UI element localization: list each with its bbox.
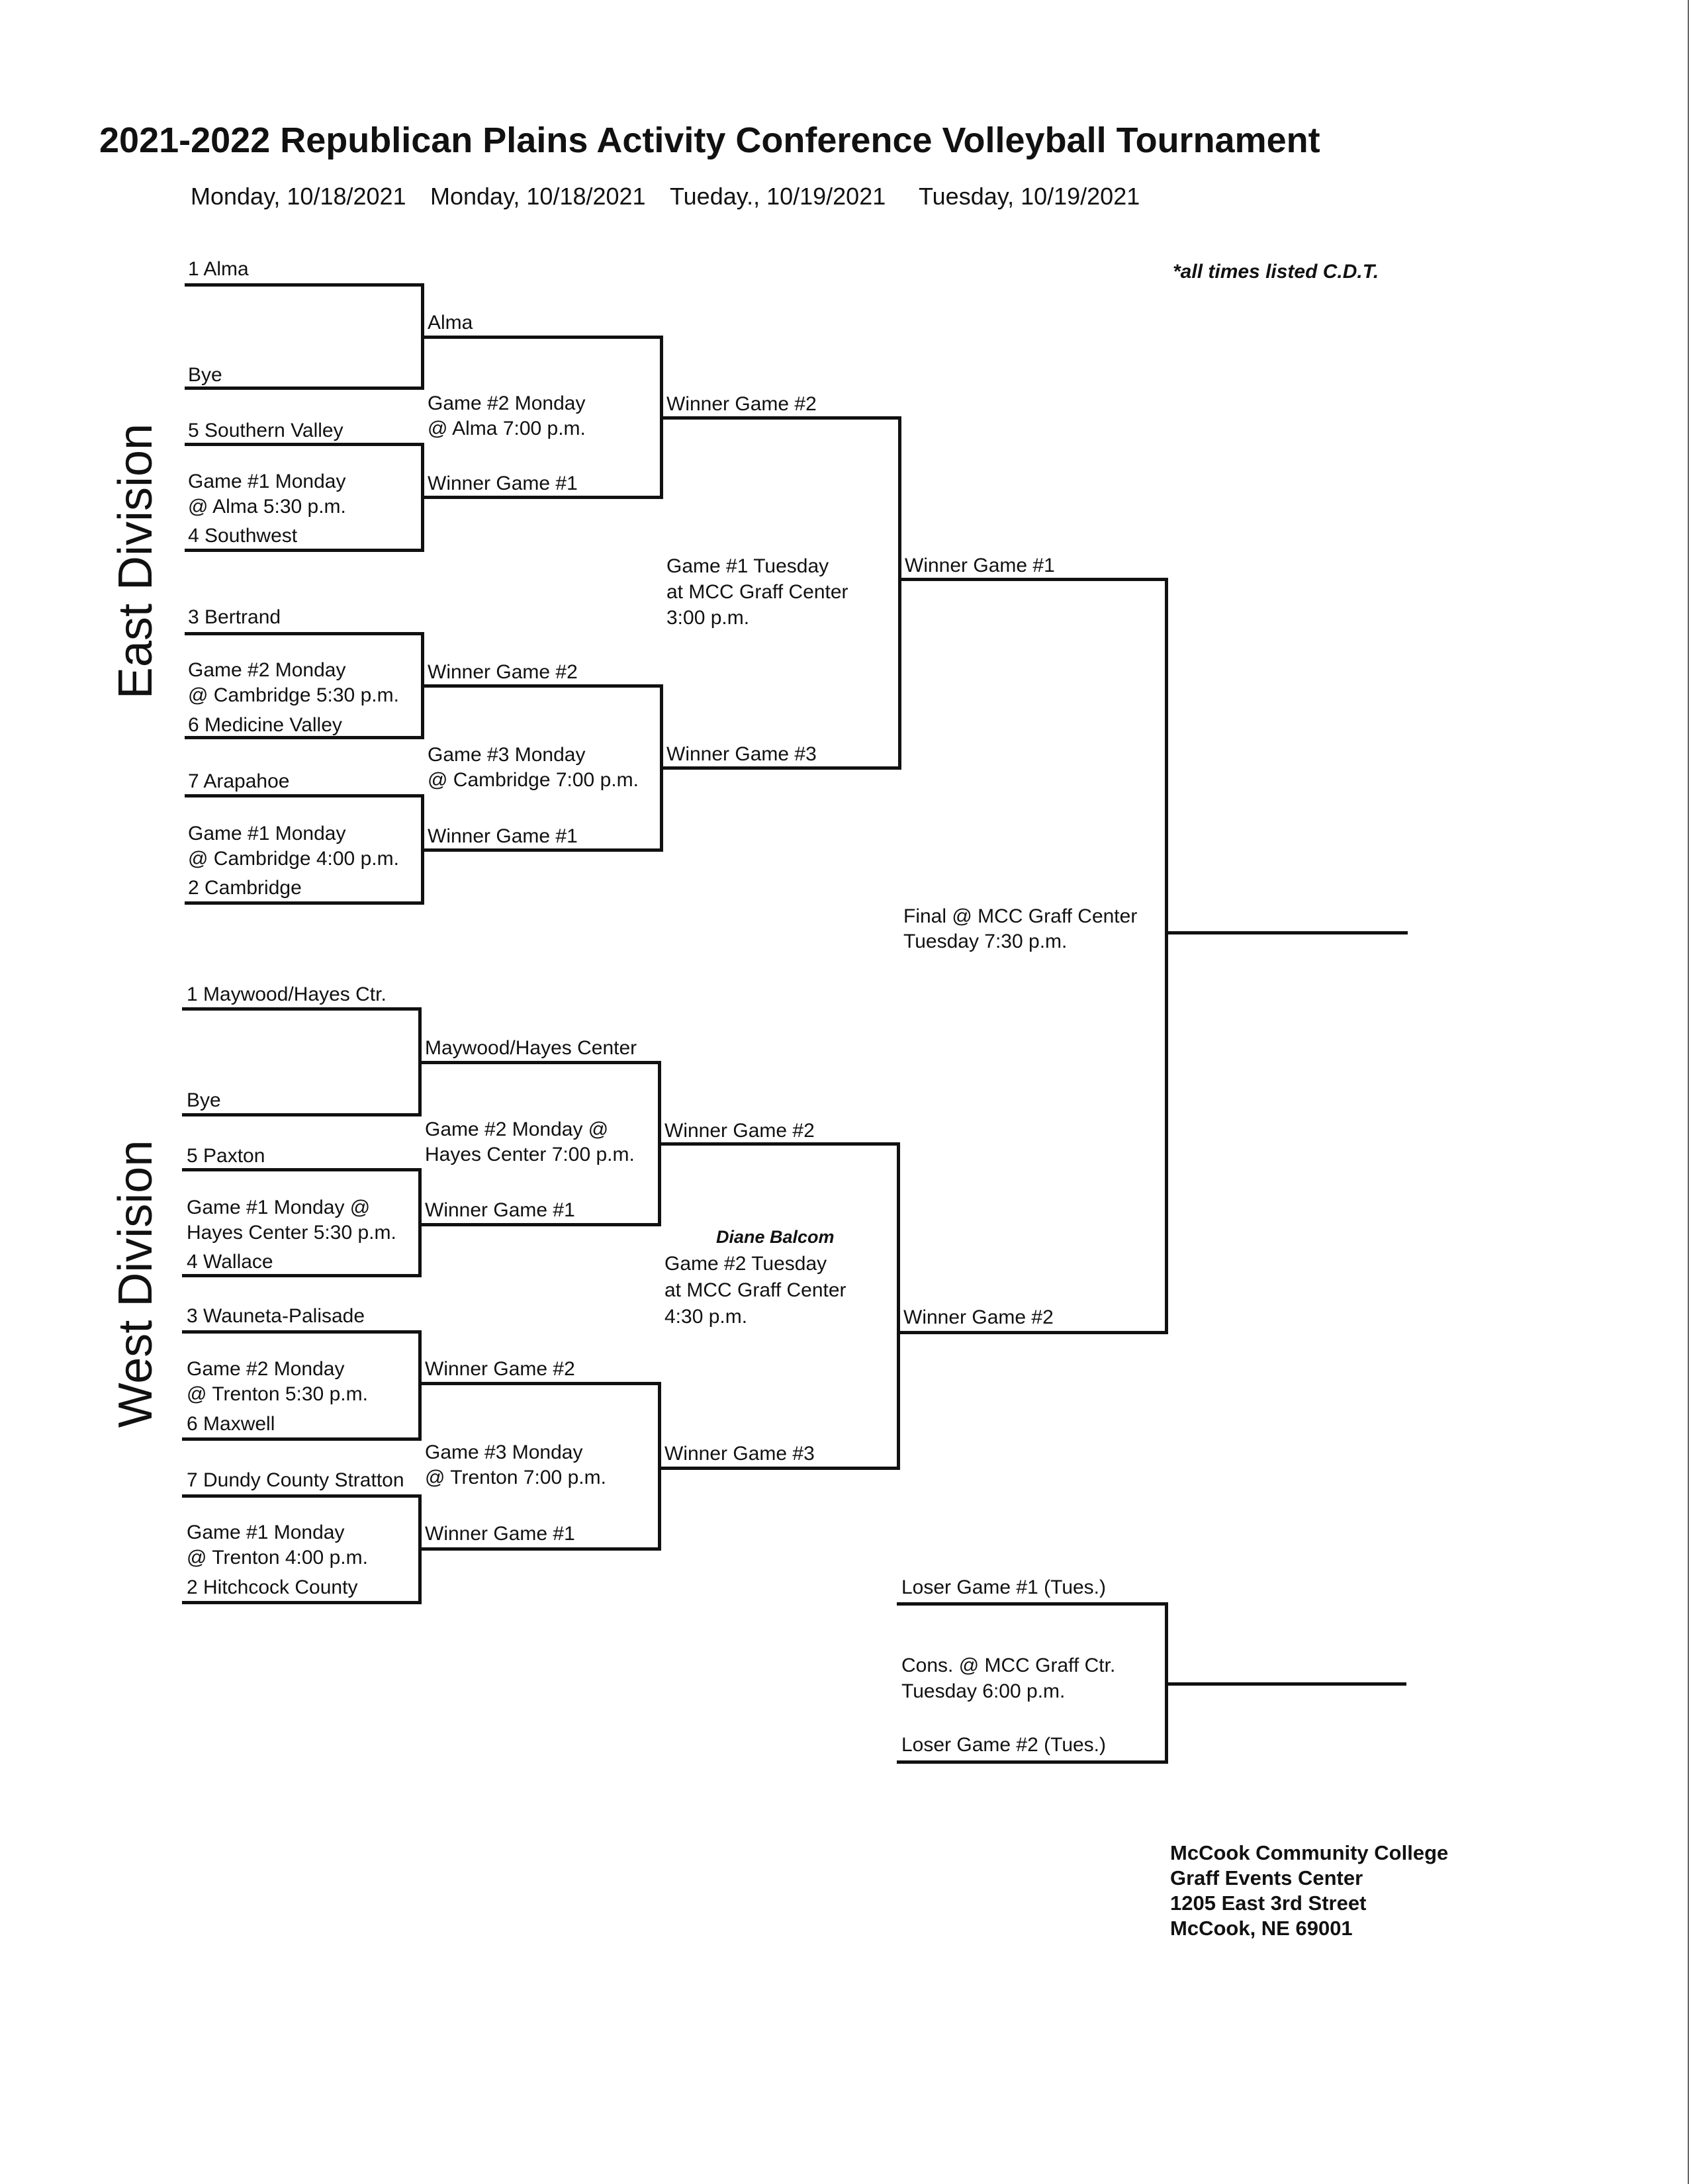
- east-semi-line2: at MCC Graff Center: [666, 581, 848, 603]
- east-team-3-bertrand: 3 Bertrand: [188, 606, 281, 628]
- east-r2-game3-line1: Game #3 Monday: [428, 744, 586, 766]
- date-column-1: Monday, 10/18/2021: [191, 183, 406, 210]
- west-r2-slot-winner-game2: Winner Game #2: [425, 1358, 575, 1380]
- east-semi-slot-winner-game2: Winner Game #2: [666, 393, 817, 415]
- east-team-5-southern-valley: 5 Southern Valley: [188, 420, 343, 441]
- consolation-line1: Cons. @ MCC Graff Ctr.: [901, 1655, 1116, 1676]
- east-game1b-line2: @ Cambridge 4:00 p.m.: [188, 848, 399, 870]
- east-team-bye: Bye: [188, 364, 222, 386]
- final-slot-winner-game1: Winner Game #1: [905, 555, 1055, 576]
- west-game1-line1: Game #1 Monday @: [187, 1197, 371, 1218]
- east-r2-slot-winner-game1: Winner Game #1: [428, 473, 578, 494]
- east-game1-line2: @ Alma 5:30 p.m.: [188, 496, 346, 518]
- east-semi-line3: 3:00 p.m.: [666, 607, 750, 629]
- page-title: 2021-2022 Republican Plains Activity Con…: [99, 120, 1320, 160]
- venue-building: Graff Events Center: [1170, 1866, 1363, 1889]
- east-semi-slot-winner-game3: Winner Game #3: [666, 743, 817, 765]
- east-team-2-cambridge: 2 Cambridge: [188, 877, 302, 899]
- date-column-4: Tuesday, 10/19/2021: [919, 183, 1140, 210]
- venue-name: McCook Community College: [1170, 1841, 1449, 1864]
- consolation-slot-loser-game2: Loser Game #2 (Tues.): [901, 1734, 1107, 1756]
- east-r2-slot-winner-game1b: Winner Game #1: [428, 825, 578, 847]
- venue-street: 1205 East 3rd Street: [1170, 1891, 1367, 1915]
- west-team-2-hitchcock-county: 2 Hitchcock County: [187, 1576, 358, 1598]
- east-team-6-medicine-valley: 6 Medicine Valley: [188, 714, 342, 736]
- west-team-3-wauneta-palisade: 3 Wauneta-Palisade: [187, 1305, 365, 1327]
- west-team-6-maxwell: 6 Maxwell: [187, 1413, 275, 1435]
- east-r2-game2-line1: Game #2 Monday: [428, 392, 586, 414]
- west-team-5-paxton: 5 Paxton: [187, 1145, 265, 1167]
- consolation-line2: Tuesday 6:00 p.m.: [901, 1680, 1066, 1702]
- west-r2-game2-line2: Hayes Center 7:00 p.m.: [425, 1144, 635, 1165]
- east-semi-line1: Game #1 Tuesday: [666, 555, 829, 577]
- west-r2-game3-line1: Game #3 Monday: [425, 1441, 583, 1463]
- west-team-bye: Bye: [187, 1089, 221, 1111]
- west-r2-game3-line2: @ Trenton 7:00 p.m.: [425, 1467, 606, 1488]
- east-r2-slot-alma: Alma: [428, 312, 473, 334]
- west-semi-line3: 4:30 p.m.: [664, 1306, 748, 1328]
- west-team-1-maywood-hayes: 1 Maywood/Hayes Ctr.: [187, 983, 387, 1005]
- east-r2-slot-winner-game2: Winner Game #2: [428, 661, 578, 683]
- west-semi-line2: at MCC Graff Center: [664, 1279, 846, 1301]
- west-team-4-wallace: 4 Wallace: [187, 1251, 273, 1273]
- east-team-1-alma: 1 Alma: [188, 258, 249, 280]
- signature-diane-balcom: Diane Balcom: [716, 1227, 835, 1247]
- west-r2-slot-winner-game1: Winner Game #1: [425, 1199, 575, 1221]
- east-r2-game3-line2: @ Cambridge 7:00 p.m.: [428, 769, 639, 791]
- east-r2-game2-line2: @ Alma 7:00 p.m.: [428, 418, 586, 439]
- west-team-7-dundy-county-stratton: 7 Dundy County Stratton: [187, 1469, 404, 1491]
- east-team-7-arapahoe: 7 Arapahoe: [188, 770, 290, 792]
- west-r2-slot-winner-game1b: Winner Game #1: [425, 1523, 575, 1545]
- west-semi-slot-winner-game2: Winner Game #2: [664, 1120, 815, 1142]
- date-column-2: Monday, 10/18/2021: [430, 183, 646, 210]
- west-game2-line1: Game #2 Monday: [187, 1358, 345, 1380]
- west-r2-game2-line1: Game #2 Monday @: [425, 1118, 609, 1140]
- east-game2-line2: @ Cambridge 5:30 p.m.: [188, 684, 399, 706]
- west-game1b-line1: Game #1 Monday: [187, 1522, 345, 1543]
- date-column-3: Tueday., 10/19/2021: [670, 183, 886, 210]
- final-line2: Tuesday 7:30 p.m.: [903, 931, 1068, 952]
- west-r2-slot-maywood-hayes-center: Maywood/Hayes Center: [425, 1037, 637, 1059]
- page-edge-line: [1688, 0, 1689, 2184]
- time-zone-note: *all times listed C.D.T.: [1173, 261, 1379, 283]
- east-game2-line1: Game #2 Monday: [188, 659, 346, 681]
- east-game1b-line1: Game #1 Monday: [188, 823, 346, 844]
- east-team-4-southwest: 4 Southwest: [188, 525, 298, 547]
- west-semi-slot-winner-game3: Winner Game #3: [664, 1443, 815, 1465]
- west-game1b-line2: @ Trenton 4:00 p.m.: [187, 1547, 368, 1569]
- consolation-slot-loser-game1: Loser Game #1 (Tues.): [901, 1576, 1107, 1598]
- west-game2-line2: @ Trenton 5:30 p.m.: [187, 1383, 368, 1405]
- east-game1-line1: Game #1 Monday: [188, 471, 346, 492]
- east-division-label: East Division: [109, 423, 162, 700]
- west-game1-line2: Hayes Center 5:30 p.m.: [187, 1222, 396, 1244]
- west-division-label: West Division: [109, 1140, 162, 1428]
- west-semi-line1: Game #2 Tuesday: [664, 1253, 827, 1275]
- final-slot-winner-game2: Winner Game #2: [903, 1306, 1054, 1328]
- final-line1: Final @ MCC Graff Center: [903, 905, 1138, 927]
- venue-city: McCook, NE 69001: [1170, 1917, 1353, 1940]
